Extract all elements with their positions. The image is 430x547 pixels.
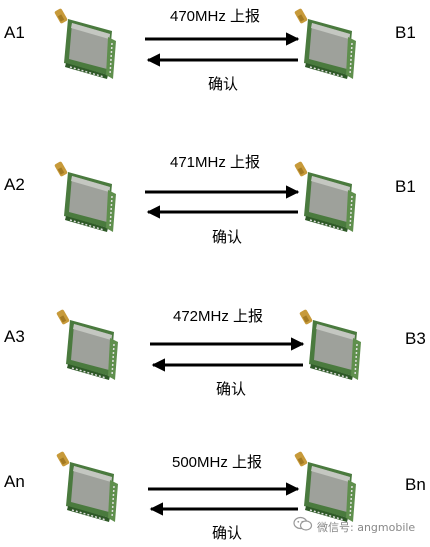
rf-module-icon <box>298 308 362 381</box>
left-node-label: A2 <box>4 175 25 194</box>
rf-module-icon <box>293 450 357 523</box>
ack-label: 确认 <box>216 381 247 398</box>
right-node-label: B1 <box>395 23 416 42</box>
rf-module-icon <box>55 308 119 381</box>
rf-module-icon <box>293 160 357 233</box>
report-label: 470MHz 上报 <box>170 8 261 25</box>
right-node-label: B1 <box>395 177 416 196</box>
report-label: 472MHz 上报 <box>173 308 264 325</box>
report-label: 500MHz 上报 <box>172 454 263 471</box>
row-4 <box>55 450 357 523</box>
left-node-label: A3 <box>4 327 25 346</box>
rf-module-icon <box>55 450 119 523</box>
left-node-label: An <box>4 472 25 491</box>
ack-label: 确认 <box>212 229 243 246</box>
rf-module-icon <box>53 160 117 233</box>
left-node-label: A1 <box>4 23 25 42</box>
ack-label: 确认 <box>212 525 243 542</box>
watermark-text: 微信号: angmobile <box>317 521 416 534</box>
row-2 <box>53 160 357 233</box>
row-3 <box>55 308 362 381</box>
right-node-label: Bn <box>405 475 426 494</box>
wechat-icon <box>293 516 313 531</box>
rf-module-icon <box>293 7 357 80</box>
report-label: 471MHz 上报 <box>170 154 261 171</box>
row-1 <box>53 7 357 80</box>
rf-module-icon <box>53 7 117 80</box>
right-node-label: B3 <box>405 329 426 348</box>
ack-label: 确认 <box>208 76 239 93</box>
